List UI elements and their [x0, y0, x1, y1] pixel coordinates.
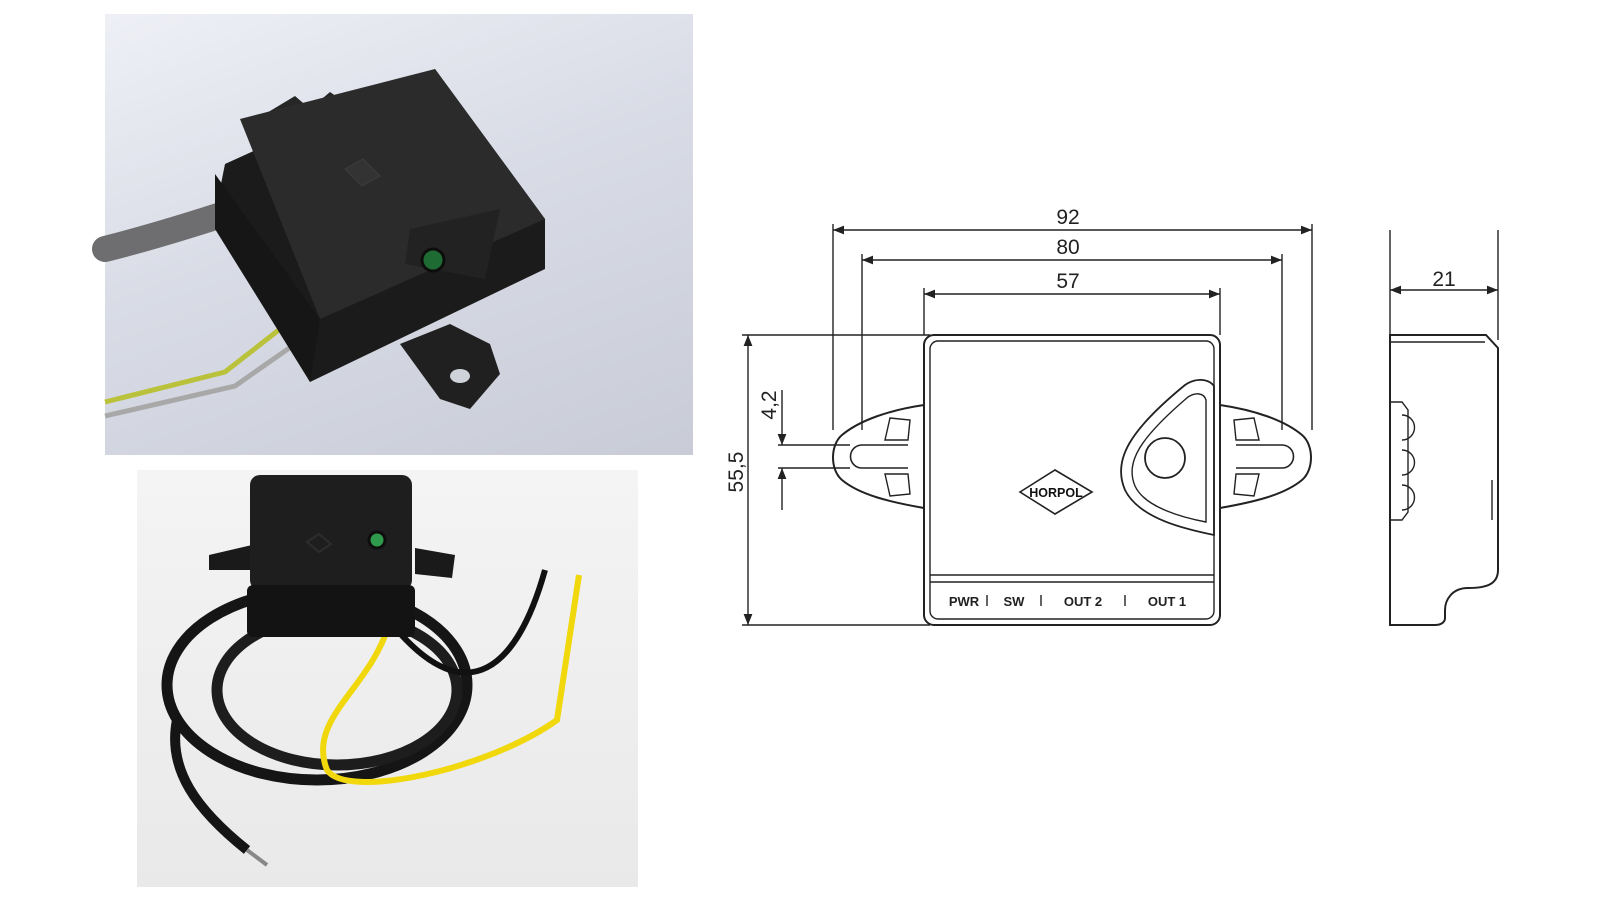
left-mounting-ear: [209, 545, 255, 570]
cable-end: [170, 719, 251, 854]
left-ear-rib-1: [884, 417, 911, 441]
technical-drawing: 92 80 57 55,5 4,2 21 HORPOL PWR SW OUT 2…: [725, 190, 1560, 660]
side-view-bump-2: [1401, 449, 1416, 476]
side-view-connector: [1390, 401, 1409, 521]
left-ear-rib-2: [884, 473, 911, 497]
product-photo: [137, 470, 638, 887]
dimension-drawing: 92 80 57 55,5 4,2 21 HORPOL PWR SW OUT 2…: [725, 206, 1499, 626]
dim-label-57: 57: [1056, 270, 1079, 293]
logo-emboss: [344, 158, 381, 187]
bare-wire: [245, 848, 269, 867]
dim-label-80: 80: [1056, 236, 1079, 259]
port-label-pwr: PWR: [949, 594, 980, 609]
side-view-bump-1: [1401, 414, 1416, 441]
right-ear-rib-2: [1233, 473, 1260, 497]
right-ear-rib-1: [1233, 417, 1260, 441]
led-icon: [420, 247, 446, 273]
port-label-out1: OUT 1: [1148, 594, 1186, 609]
yellow-wire: [104, 327, 282, 405]
horpol-logo-icon: [1018, 469, 1094, 515]
housing-front: [215, 174, 320, 382]
right-mounting-ear: [1219, 404, 1312, 509]
left-mounting-slot: [849, 444, 908, 469]
port-label-out2: OUT 2: [1064, 594, 1102, 609]
product-photo-illustration: [161, 475, 582, 867]
horpol-logo-text: HORPOL: [1029, 486, 1083, 500]
housing-outline: [923, 334, 1221, 626]
dim-label-height: 55,5: [725, 452, 748, 493]
left-mounting-ear: [832, 404, 925, 509]
housing-front: [247, 585, 415, 637]
right-mounting-slot: [1236, 444, 1295, 469]
housing-top: [250, 475, 412, 590]
yellow-wire: [319, 574, 582, 785]
logo-emboss: [305, 532, 333, 554]
product-render: [92, 14, 693, 455]
black-wire: [394, 569, 548, 676]
side-view-outline: [1389, 334, 1499, 626]
dim-label-21: 21: [1432, 268, 1455, 291]
mounting-slot: [450, 369, 470, 383]
grey-wire: [104, 341, 297, 419]
port-label-sw: SW: [1004, 594, 1026, 609]
side-view-bump-3: [1401, 484, 1416, 511]
dim-label-slot: 4,2: [758, 390, 781, 419]
cable-coil-inner: [211, 609, 463, 771]
right-mounting-ear: [415, 548, 455, 578]
led-boss-inner: [1131, 393, 1207, 523]
led-icon: [1144, 437, 1186, 479]
front-mounting-ear: [400, 324, 500, 409]
led-boss-outline: [1120, 378, 1215, 537]
dim-label-92: 92: [1056, 206, 1079, 229]
product-render-illustration: [92, 69, 545, 419]
led-icon: [367, 530, 387, 550]
housing-top: [240, 69, 545, 319]
